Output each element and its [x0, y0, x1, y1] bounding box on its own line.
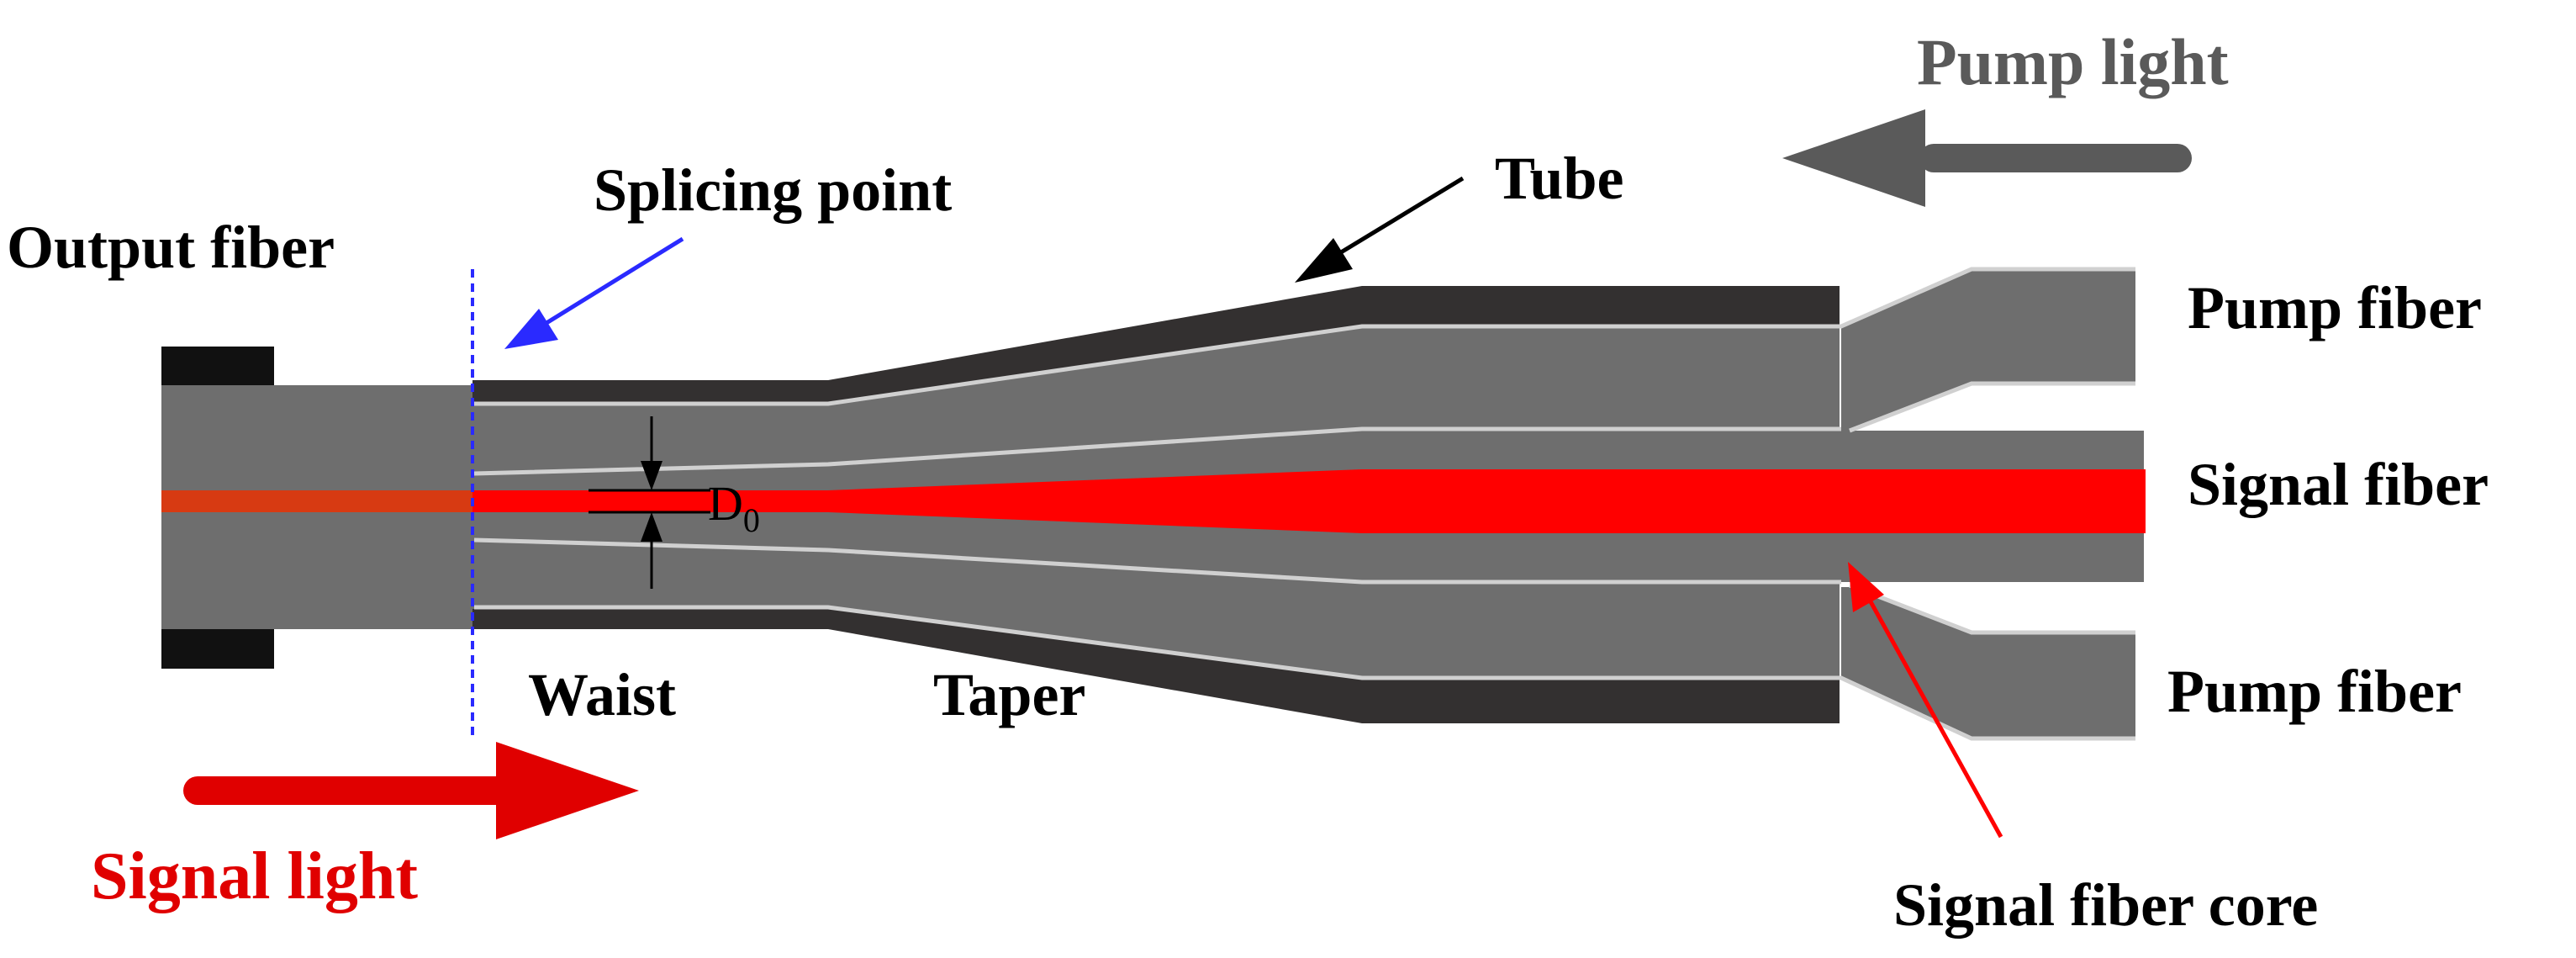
cladding-line-top-pump — [1849, 381, 2135, 433]
output-clamp-bottom — [161, 627, 274, 669]
taper-label: Taper — [933, 661, 1085, 728]
output-fiber-core — [161, 490, 474, 512]
pump-light-label: Pump light — [1917, 25, 2229, 98]
d0-label: D0 — [708, 476, 760, 539]
pump-fiber-bottom — [1841, 587, 2135, 740]
cladding-line-bottom-outer — [474, 605, 2135, 741]
tube-bottom — [472, 609, 1840, 723]
d0-arrow-up — [641, 512, 662, 542]
tube-pointer-line — [1339, 176, 1465, 255]
cladding-line-top-outer — [474, 267, 2135, 406]
pump-light-arrow-head — [1782, 109, 1925, 207]
splicing-pointer-head — [504, 309, 558, 349]
output-clamp-top — [161, 347, 274, 389]
tube-top — [472, 286, 1840, 402]
cladding-line-bottom-pump — [1849, 583, 2135, 635]
signal-fiber-core — [472, 469, 2146, 533]
signal-fiber-core-label: Signal fiber core — [1893, 871, 2318, 939]
d0-arrow-down — [641, 461, 662, 490]
tube-label: Tube — [1495, 145, 1623, 212]
waist-label: Waist — [528, 661, 676, 728]
output-fiber-label: Output fiber — [7, 214, 335, 281]
core-pointer-head — [1848, 562, 1884, 612]
pump-fiber-top — [1841, 267, 2135, 431]
signal-light-label: Signal light — [91, 839, 418, 913]
d0-subscript: 0 — [743, 501, 760, 539]
splicing-point-label: Splicing point — [594, 156, 952, 224]
splicing-pointer-line — [545, 236, 684, 326]
signal-fiber-label: Signal fiber — [2188, 451, 2489, 518]
tube-pointer-head — [1295, 238, 1353, 283]
signal-light-arrow-head — [496, 742, 639, 839]
pump-fiber-top-label: Pump fiber — [2188, 274, 2482, 341]
core-pointer-line — [1866, 595, 2003, 839]
pump-fiber-bottom-label: Pump fiber — [2167, 658, 2462, 725]
